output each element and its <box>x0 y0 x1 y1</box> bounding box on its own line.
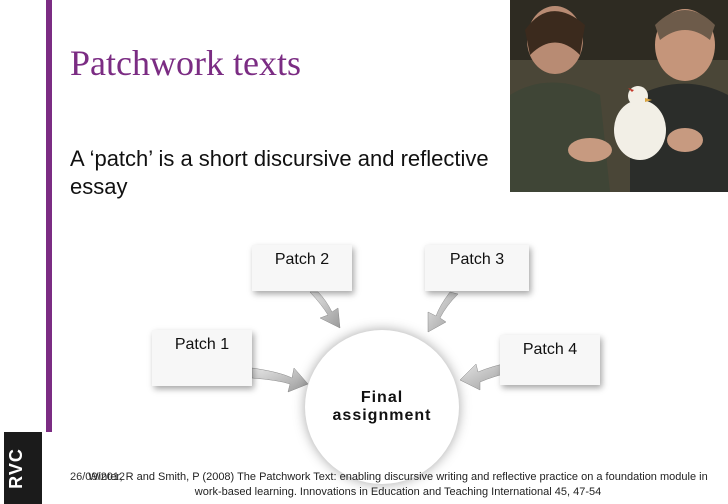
photo-illustration <box>510 0 728 192</box>
patch-label-1: Patch 1 <box>174 336 230 353</box>
footer-line1: Winter, R and Smith, P (2008) The Patchw… <box>88 471 708 483</box>
arrow-patch2 <box>309 291 341 329</box>
final-assignment-circle: Final assignment <box>305 330 459 484</box>
rvc-logo: RVC <box>4 432 42 504</box>
patch-box-1: Patch 1 <box>152 330 252 386</box>
final-line2: assignment <box>332 407 432 424</box>
patch-box-4: Patch 4 <box>500 335 600 385</box>
slide-title: Patchwork texts <box>70 43 301 83</box>
footer-line2: work-based learning. Innovations in Educ… <box>194 486 602 498</box>
left-margin <box>0 0 46 504</box>
patch-box-2: Patch 2 <box>252 245 352 291</box>
slide-date: 26/09/2012 <box>70 471 126 483</box>
final-line1: Final <box>360 389 404 406</box>
patch-label-4: Patch 4 <box>522 341 578 358</box>
arrow-patch3 <box>427 291 459 333</box>
patch-label-2: Patch 2 <box>274 251 330 268</box>
photo-image <box>510 0 728 192</box>
patch-box-3: Patch 3 <box>425 245 529 291</box>
accent-strip <box>46 0 52 432</box>
patch-label-3: Patch 3 <box>449 251 505 268</box>
arrow-patch1 <box>251 367 309 393</box>
slide-bullet: A ‘patch’ is a short discursive and refl… <box>70 146 489 199</box>
footer-citation: Winter, R and Smith, P (2008) The Patchw… <box>70 470 726 500</box>
